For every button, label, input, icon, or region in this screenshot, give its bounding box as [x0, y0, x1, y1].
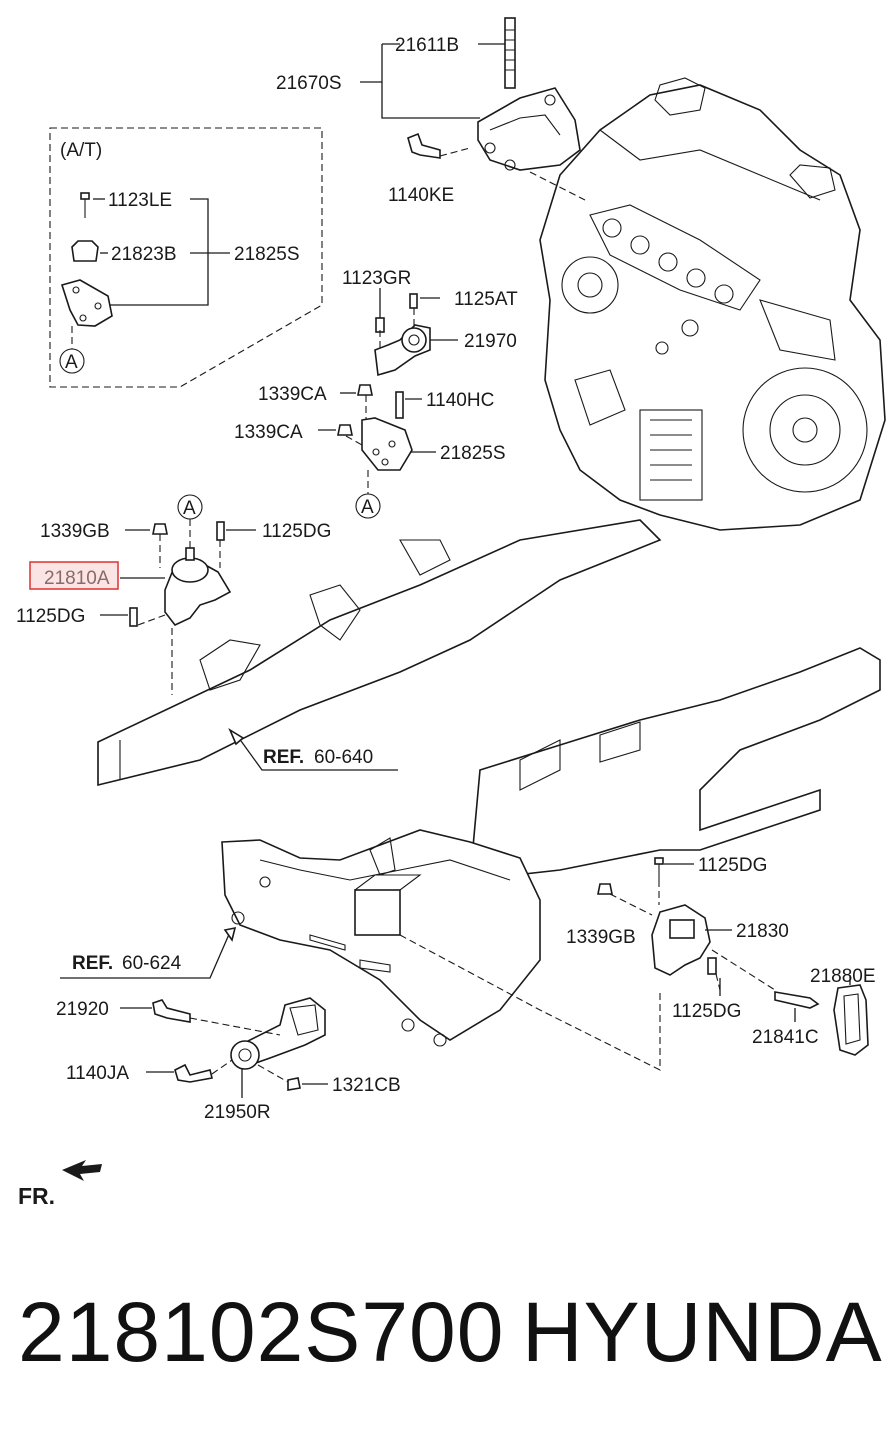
label-1339gb-2: 1339GB — [566, 927, 636, 948]
ref-60-640-num: 60-640 — [314, 747, 373, 768]
label-1123le: 1123LE — [108, 190, 172, 211]
label-21810a[interactable]: 21810A — [44, 568, 110, 589]
mount-21970-assembly — [318, 288, 458, 519]
label-21920: 21920 — [56, 999, 109, 1020]
ref-60-624-bold: REF. — [72, 953, 113, 974]
label-1140hc: 1140HC — [426, 390, 494, 411]
roll-rod-21950r — [120, 997, 328, 1098]
label-21841c: 21841C — [752, 1027, 819, 1048]
engine-block — [539, 77, 886, 531]
callout-a-mount: A — [183, 498, 196, 519]
label-1123gr: 1123GR — [342, 268, 411, 289]
engine-mount-bracket-21670s — [407, 17, 581, 171]
label-1125dg-1: 1125DG — [262, 521, 331, 542]
callout-a-box: A — [65, 352, 78, 373]
label-1339gb: 1339GB — [40, 521, 110, 542]
label-1339ca-2: 1339CA — [234, 422, 303, 443]
label-21670s: 21670S — [276, 73, 342, 94]
label-1125dg-2: 1125DG — [16, 606, 85, 627]
label-1140ja: 1140JA — [66, 1063, 129, 1084]
subframe-60-624 — [60, 829, 661, 1071]
front-direction-arrow — [62, 1160, 102, 1181]
brand-name: HYUNDAI — [522, 1285, 886, 1379]
label-1125at: 1125AT — [454, 289, 518, 310]
at-option-box — [49, 127, 323, 388]
label-1125dg-3: 1125DG — [698, 855, 767, 876]
part-number: 218102S700 — [18, 1285, 505, 1379]
label-1125dg-4: 1125DG — [672, 1001, 741, 1022]
mount-21830-assembly — [597, 857, 869, 1056]
label-21970: 21970 — [464, 331, 517, 352]
parts-diagram: 21611B 21670S 1140KE (A/T) 1123LE 21823B… — [16, 17, 886, 1209]
label-21830: 21830 — [736, 921, 789, 942]
label-1140ke: 1140KE — [388, 185, 454, 206]
label-1321cb: 1321CB — [332, 1075, 401, 1096]
label-21880e: 21880E — [810, 966, 876, 987]
frame-rail-60-640 — [97, 519, 881, 881]
ref-60-640-bold: REF. — [263, 747, 304, 768]
footer: 218102S700 HYUNDAI — [0, 1290, 886, 1410]
label-21611b: 21611B — [395, 35, 459, 56]
label-21823b: 21823B — [111, 244, 177, 265]
callout-a-mid: A — [361, 497, 374, 518]
front-label: FR. — [18, 1183, 55, 1209]
label-21825s-top: 21825S — [234, 244, 300, 265]
label-at: (A/T) — [60, 140, 102, 161]
label-21825s-mid: 21825S — [440, 443, 506, 464]
ref-60-624-num: 60-624 — [122, 953, 182, 974]
highlight-21810a — [29, 561, 119, 590]
label-1339ca-1: 1339CA — [258, 384, 327, 405]
label-21950r: 21950R — [204, 1102, 271, 1123]
engine-mount-21810a — [100, 494, 256, 695]
